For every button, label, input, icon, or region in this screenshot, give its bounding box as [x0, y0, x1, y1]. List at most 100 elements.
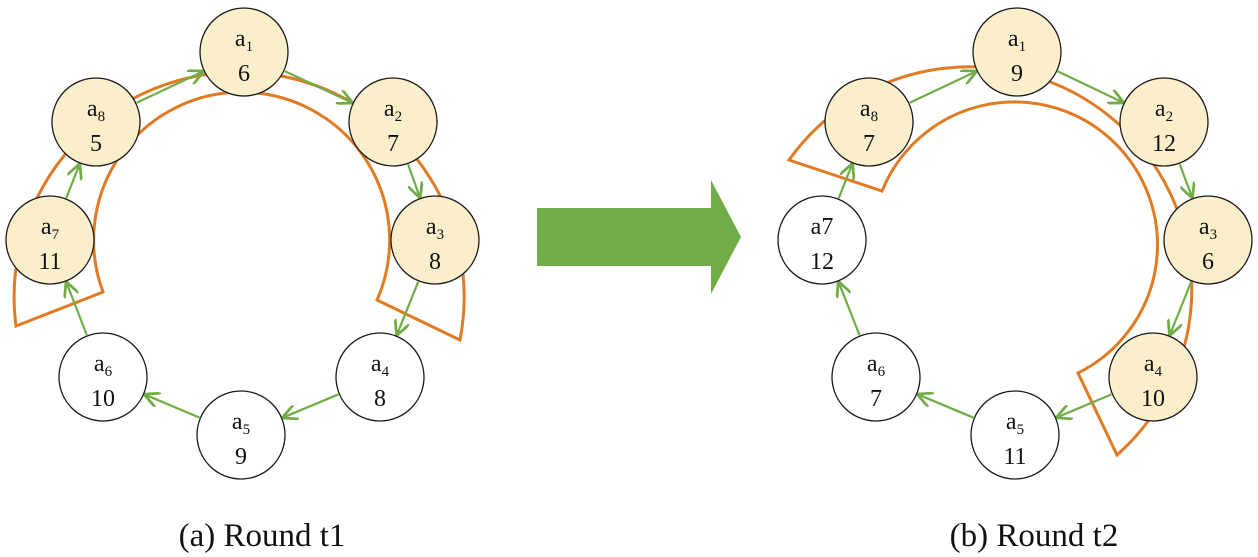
edge-arrow: [909, 72, 976, 104]
node-value: 9: [235, 444, 247, 470]
node-circle: [51, 77, 141, 167]
node-circle: [196, 390, 286, 480]
ring-node: a1 9: [972, 7, 1062, 97]
node-circle: [970, 390, 1060, 480]
node-label: a2: [1155, 96, 1173, 125]
edge-arrow: [145, 395, 200, 419]
node-label-main: a: [1144, 351, 1155, 377]
node-circle: [1163, 195, 1253, 285]
ring-node: a1 6: [199, 7, 289, 97]
node-label-main: a: [235, 26, 246, 52]
node-circle: [972, 7, 1062, 97]
ring-node: a4 10: [1108, 332, 1198, 422]
node-label: a2: [384, 96, 402, 125]
edge-arrow: [67, 283, 88, 336]
node-label: a5: [1006, 409, 1024, 438]
node-label-main: a: [41, 214, 52, 240]
node-circle: [824, 77, 914, 167]
edge-arrow: [837, 165, 852, 199]
node-label: a7: [811, 214, 834, 240]
node-label-main: a: [867, 351, 878, 377]
node-label-sub: 7: [52, 227, 60, 243]
node-label-sub: 4: [382, 364, 390, 380]
node-label-sub: 8: [98, 109, 106, 125]
node-value: 6: [238, 61, 250, 87]
node-value: 6: [1202, 249, 1214, 275]
edges-b: [839, 71, 1192, 417]
node-circle: [390, 195, 480, 285]
edge-arrow: [919, 395, 974, 419]
node-label-main: a: [1199, 214, 1210, 240]
node-label: a8: [87, 96, 105, 125]
node-label-main: a7: [811, 214, 834, 240]
node-circle: [348, 77, 438, 167]
node-circle: [58, 332, 148, 422]
node-label: a3: [1199, 214, 1217, 243]
edge-arrow: [839, 283, 861, 336]
node-circle: [5, 195, 95, 285]
node-label-sub: 3: [1210, 227, 1218, 243]
node-label-main: a: [860, 96, 871, 122]
node-label-main: a: [232, 409, 243, 435]
node-circle: [831, 332, 921, 422]
caption-b: (b) Round t2: [950, 518, 1119, 554]
node-value: 8: [429, 249, 441, 275]
edge-arrow: [1178, 163, 1192, 197]
node-label-sub: 8: [871, 109, 879, 125]
node-label-main: a: [1006, 409, 1017, 435]
node-label: a1: [235, 26, 253, 55]
ring-node: a3 8: [390, 195, 480, 285]
edge-arrow: [1057, 393, 1112, 417]
node-value: 8: [374, 386, 386, 412]
node-label: a5: [232, 409, 250, 438]
node-label-main: a: [384, 96, 395, 122]
node-label-main: a: [1008, 26, 1019, 52]
node-label: a8: [860, 96, 878, 125]
node-label-sub: 2: [395, 109, 403, 125]
node-circle: [199, 7, 289, 97]
node-label: a3: [426, 214, 444, 243]
node-label-sub: 6: [878, 364, 886, 380]
node-label-main: a: [94, 351, 105, 377]
node-circle: [335, 332, 425, 422]
ring-node: a3 6: [1163, 195, 1253, 285]
ring-node: a2 12: [1119, 77, 1209, 167]
edge-arrow: [284, 70, 352, 102]
transition-arrow: [537, 180, 741, 294]
node-value: 7: [863, 131, 875, 157]
node-value: 9: [1011, 61, 1023, 87]
node-label-main: a: [371, 351, 382, 377]
edge-arrow: [407, 164, 420, 196]
node-value: 11: [1003, 444, 1026, 470]
node-circle: [1119, 77, 1209, 167]
node-label-sub: 5: [1017, 422, 1025, 438]
node-label-sub: 3: [437, 227, 445, 243]
node-circle: [1108, 332, 1198, 422]
node-label: a1: [1008, 26, 1026, 55]
ring-node: a6 7: [831, 332, 921, 422]
node-value: 7: [870, 386, 882, 412]
node-label-sub: 6: [105, 364, 113, 380]
caption-a: (a) Round t1: [179, 518, 346, 554]
node-label-sub: 2: [1166, 109, 1174, 125]
ring-node: a2 7: [348, 77, 438, 167]
node-value: 12: [1152, 131, 1176, 157]
node-value: 5: [90, 131, 102, 157]
node-label: a4: [1144, 351, 1163, 380]
edge-arrow: [397, 281, 420, 335]
node-label-main: a: [426, 214, 437, 240]
node-value: 7: [387, 131, 399, 157]
ring-node: a4 8: [335, 332, 425, 422]
edge-arrow: [136, 72, 203, 104]
node-value: 10: [1141, 386, 1165, 412]
ring-node: a8 7: [824, 77, 914, 167]
node-label: a6: [94, 351, 113, 380]
node-label: a7: [41, 214, 60, 243]
